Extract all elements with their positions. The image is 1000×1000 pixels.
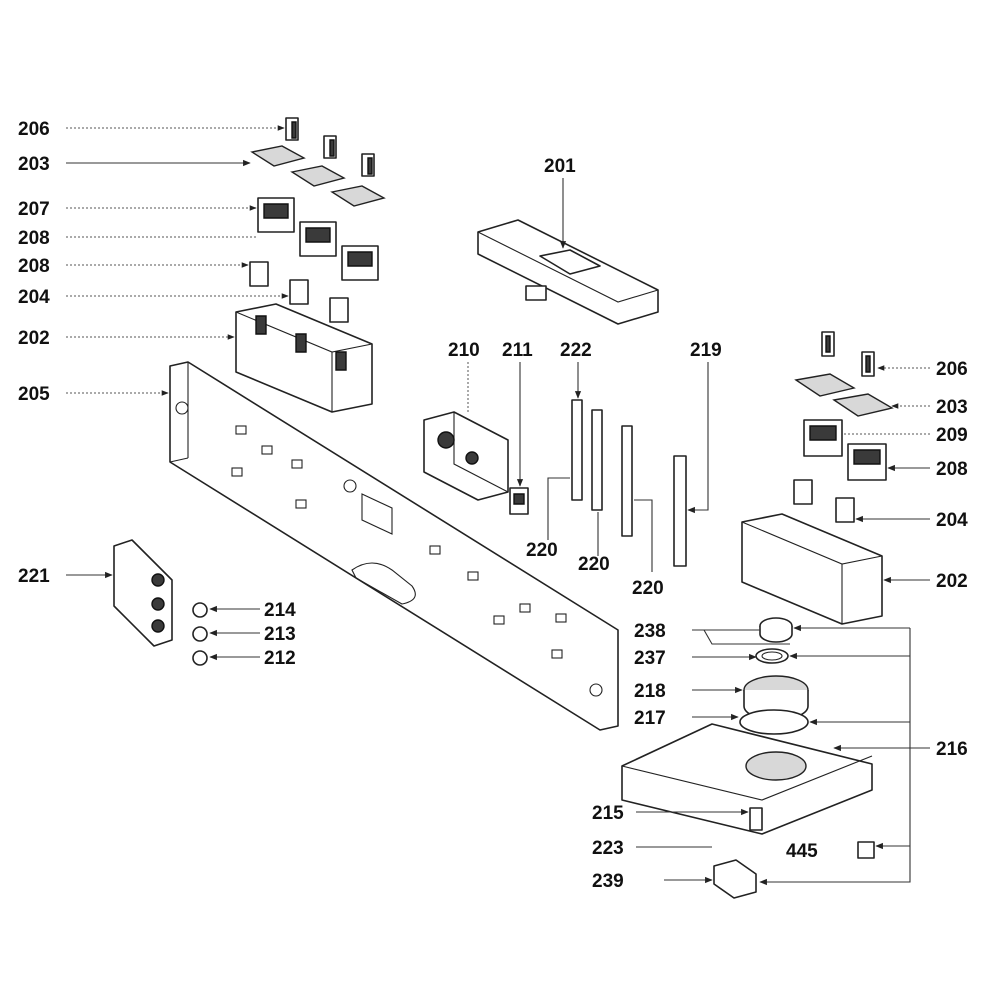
label-201: 201 (544, 156, 576, 177)
part-205-control-panel (169, 361, 619, 731)
label-208-left-upper: 208 (18, 228, 50, 249)
label-215: 215 (592, 803, 624, 824)
label-223: 223 (592, 838, 624, 859)
label-212: 212 (264, 648, 296, 669)
label-208-left-lower: 208 (18, 256, 50, 277)
part-202-relay-base-right (741, 513, 883, 625)
part-204-brackets-left (249, 261, 349, 323)
label-220-a: 220 (526, 540, 558, 561)
left-relay-assembly (235, 117, 386, 413)
label-206-left: 206 (18, 119, 50, 140)
label-238: 238 (634, 621, 666, 642)
label-210: 210 (448, 340, 480, 361)
part-210-motor-block (423, 411, 509, 501)
label-203-left: 203 (18, 154, 50, 175)
label-222: 222 (560, 340, 592, 361)
parts-212-214-knobs (192, 602, 208, 666)
label-213: 213 (264, 624, 296, 645)
part-209-208-relays-right (803, 419, 887, 481)
label-209: 209 (936, 425, 968, 446)
parts-220-222-219-pins (571, 399, 687, 567)
part-203-pads-right (794, 373, 894, 417)
panel-slots (231, 425, 567, 659)
label-221: 221 (18, 566, 50, 587)
label-218: 218 (634, 681, 666, 702)
part-206-clips-left (285, 117, 375, 177)
label-237: 237 (634, 648, 666, 669)
label-204-left: 204 (18, 287, 50, 308)
label-206-right: 206 (936, 359, 968, 380)
part-203-pads-left (250, 145, 386, 207)
label-203-right: 203 (936, 397, 968, 418)
part-206-clips-right (821, 331, 875, 377)
parts-215-223-239-445 (713, 807, 875, 899)
part-237-ring (755, 648, 789, 664)
part-204-brackets-right (793, 479, 855, 523)
label-205: 205 (18, 384, 50, 405)
label-217: 217 (634, 708, 666, 729)
label-214: 214 (264, 600, 296, 621)
part-number-labels: 206 203 207 208 208 204 202 205 221 214 … (18, 119, 968, 892)
part-217-gasket (739, 709, 809, 735)
part-221-switch-plate (113, 539, 173, 647)
label-207: 207 (18, 199, 50, 220)
label-202-left: 202 (18, 328, 50, 349)
leader-lines (66, 125, 930, 886)
label-220-b: 220 (578, 554, 610, 575)
part-216-housing (621, 723, 873, 835)
part-211-clip (509, 487, 529, 515)
label-445: 445 (786, 841, 818, 862)
label-204-right: 204 (936, 510, 968, 531)
part-238-cap (759, 617, 793, 643)
label-219: 219 (690, 340, 722, 361)
label-220-c: 220 (632, 578, 664, 599)
part-207-208-relays-left (257, 197, 379, 281)
part-201-mounting-bracket (477, 219, 659, 325)
label-239: 239 (592, 871, 624, 892)
label-216: 216 (936, 739, 968, 760)
right-relay-assembly (741, 331, 894, 625)
label-211: 211 (502, 340, 533, 361)
label-202-right: 202 (936, 571, 968, 592)
label-208-right: 208 (936, 459, 968, 480)
part-202-relay-base-left (235, 303, 373, 413)
